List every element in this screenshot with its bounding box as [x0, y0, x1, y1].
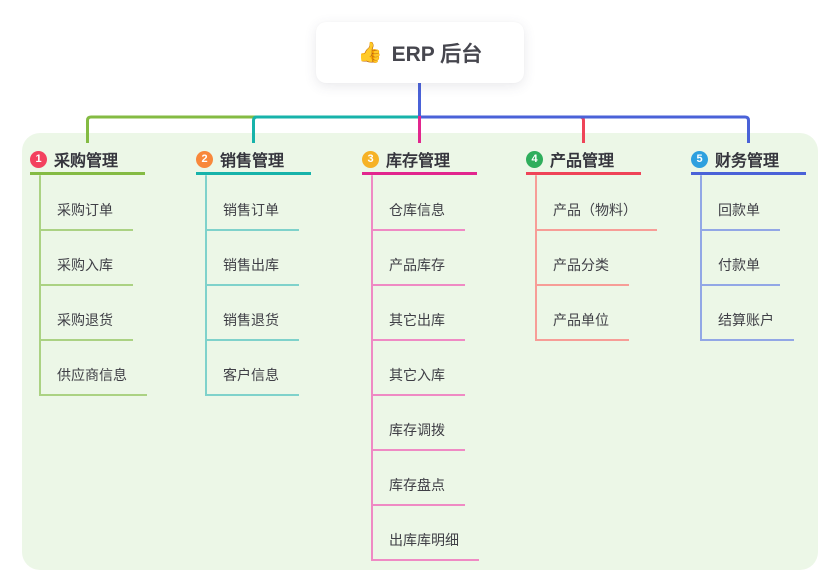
topic-node[interactable]: 其它入库	[371, 365, 465, 396]
branches-background-panel	[22, 133, 818, 570]
topic-node[interactable]: 销售订单	[205, 200, 299, 231]
thumbs-up-icon: 👍	[357, 41, 383, 64]
topic-node[interactable]: 付款单	[700, 255, 780, 286]
branch-title-node[interactable]: 2 销售管理	[196, 146, 311, 175]
branch-child-line	[535, 175, 537, 341]
topic-node[interactable]: 库存调拨	[371, 420, 465, 451]
branch-title-node[interactable]: 5 财务管理	[691, 146, 806, 175]
branch-title-node[interactable]: 1 采购管理	[30, 146, 145, 175]
branch-number-badge: 5	[691, 150, 708, 168]
topic-node[interactable]: 销售出库	[205, 255, 299, 286]
branch-title-node[interactable]: 4 产品管理	[526, 146, 641, 175]
topic-node[interactable]: 产品分类	[535, 255, 629, 286]
root-topic-label: ERP 后台	[391, 42, 483, 66]
topic-node[interactable]: 回款单	[700, 200, 780, 231]
topic-node[interactable]: 产品单位	[535, 310, 629, 341]
topic-node[interactable]: 其它出库	[371, 310, 465, 341]
topic-node[interactable]: 库存盘点	[371, 475, 465, 506]
topic-node[interactable]: 采购退货	[39, 310, 133, 341]
branch-title-label: 产品管理	[550, 153, 615, 170]
branch-number-badge: 1	[30, 150, 47, 168]
branch-title-label: 财务管理	[715, 153, 780, 170]
branch-child-line	[700, 175, 702, 341]
topic-node[interactable]: 产品库存	[371, 255, 465, 286]
topic-node[interactable]: 销售退货	[205, 310, 299, 341]
branch-number-badge: 2	[196, 150, 213, 168]
topic-node[interactable]: 采购入库	[39, 255, 133, 286]
branch-title-label: 库存管理	[386, 153, 451, 170]
topic-node[interactable]: 供应商信息	[39, 365, 147, 396]
topic-node[interactable]: 出库库明细	[371, 530, 479, 561]
branch-child-line	[371, 175, 373, 561]
topic-node[interactable]: 结算账户	[700, 310, 794, 341]
branch-title-label: 采购管理	[54, 153, 119, 170]
topic-node[interactable]: 产品（物料）	[535, 200, 657, 231]
branch-number-badge: 3	[362, 150, 379, 168]
topic-node[interactable]: 客户信息	[205, 365, 299, 396]
root-topic-node[interactable]: 👍 ERP 后台	[316, 22, 524, 83]
topic-node[interactable]: 仓库信息	[371, 200, 465, 231]
branch-number-badge: 4	[526, 150, 543, 168]
branch-title-node[interactable]: 3 库存管理	[362, 146, 477, 175]
branch-title-label: 销售管理	[220, 153, 285, 170]
topic-node[interactable]: 采购订单	[39, 200, 133, 231]
